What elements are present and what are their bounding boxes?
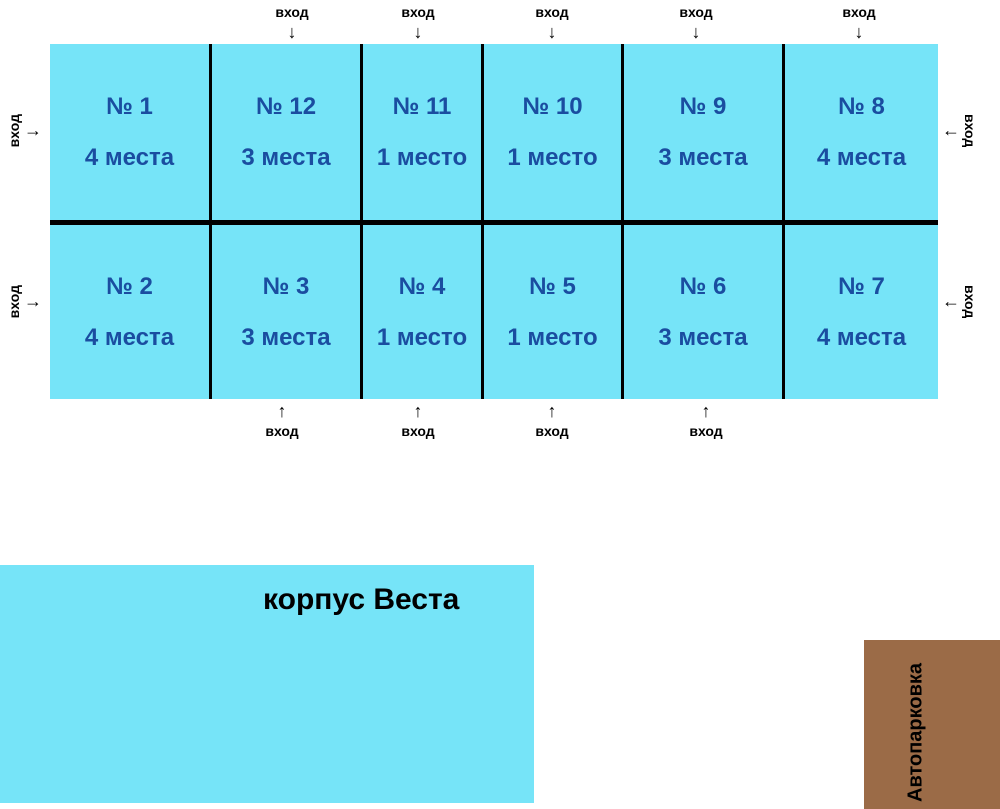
right-arrow-icon: → <box>24 291 42 312</box>
room-12[interactable]: № 12 3 места <box>212 44 360 220</box>
room-6[interactable]: № 6 3 места <box>624 225 782 399</box>
entrance-label: вход <box>679 4 713 20</box>
entrance-label: вход <box>535 423 569 439</box>
parking-area[interactable] <box>864 640 1000 809</box>
room-number: № 5 <box>529 272 576 300</box>
room-seats: 4 места <box>816 323 907 351</box>
entrance-label: вход <box>275 4 309 20</box>
room-number: № 12 <box>255 92 317 120</box>
rooms-building: № 1 4 места № 12 3 места № 11 1 место № … <box>50 44 938 399</box>
down-arrow-icon: ↓ <box>413 22 423 42</box>
corpus-title: корпус Веста <box>263 583 460 616</box>
room-seats: 3 места <box>658 143 748 171</box>
parking-label: Автопарковка <box>904 662 927 802</box>
entrance-label: вход <box>689 423 723 439</box>
entrance-label: вход <box>401 4 435 20</box>
room-seats: 3 места <box>241 323 331 351</box>
room-number: № 11 <box>392 92 452 120</box>
room-seats: 1 место <box>507 323 598 351</box>
room-number: № 4 <box>398 272 446 300</box>
entrance-room-11: вход ↓ <box>388 5 448 41</box>
right-arrow-icon: → <box>24 120 42 141</box>
entrance-room-5: ↑ вход <box>522 402 582 438</box>
room-1[interactable]: № 1 4 места <box>50 44 209 220</box>
left-arrow-icon: ← <box>942 291 960 312</box>
corpus-vesta[interactable] <box>0 565 534 803</box>
down-arrow-icon: ↓ <box>691 22 701 42</box>
down-arrow-icon: ↓ <box>287 22 297 42</box>
room-number: № 3 <box>262 272 310 300</box>
up-arrow-icon: ↑ <box>701 401 711 421</box>
room-number: № 2 <box>106 272 153 300</box>
up-arrow-icon: ↑ <box>547 401 557 421</box>
entrance-room-9: вход ↓ <box>666 5 726 41</box>
room-5[interactable]: № 5 1 место <box>484 225 621 399</box>
down-arrow-icon: ↓ <box>854 22 864 42</box>
entrance-label: вход <box>6 285 22 319</box>
entrance-room-6: ↑ вход <box>676 402 736 438</box>
room-8[interactable]: № 8 4 места <box>785 44 938 220</box>
room-number: № 1 <box>106 92 153 120</box>
room-seats: 1 место <box>376 323 468 351</box>
entrance-room-10: вход ↓ <box>522 5 582 41</box>
entrance-label: вход <box>6 114 22 148</box>
room-2[interactable]: № 2 4 места <box>50 225 209 399</box>
room-10[interactable]: № 10 1 место <box>484 44 621 220</box>
entrance-room-4: ↑ вход <box>388 402 448 438</box>
room-number: № 7 <box>838 272 885 300</box>
entrance-room-7: ← вход <box>940 285 978 318</box>
room-seats: 3 места <box>241 143 331 171</box>
up-arrow-icon: ↑ <box>413 401 423 421</box>
entrance-label: вход <box>265 423 299 439</box>
room-seats: 4 места <box>84 323 175 351</box>
entrance-label: вход <box>962 285 978 319</box>
room-seats: 1 место <box>507 143 598 171</box>
room-9[interactable]: № 9 3 места <box>624 44 782 220</box>
corridor-wall <box>50 220 938 225</box>
entrance-label: вход <box>401 423 435 439</box>
entrance-label: вход <box>962 114 978 148</box>
entrance-room-8-side: ← вход <box>940 114 978 147</box>
room-seats: 4 места <box>816 143 907 171</box>
room-4[interactable]: № 4 1 место <box>363 225 481 399</box>
entrance-room-8: вход ↓ <box>829 5 889 41</box>
entrance-room-3: ↑ вход <box>252 402 312 438</box>
room-number: № 6 <box>679 272 727 300</box>
room-seats: 4 места <box>84 143 175 171</box>
left-arrow-icon: ← <box>942 120 960 141</box>
room-number: № 10 <box>522 92 583 120</box>
entrance-room-12: вход ↓ <box>262 5 322 41</box>
entrance-room-1: вход → <box>6 114 44 147</box>
room-seats: 3 места <box>658 323 748 351</box>
room-number: № 8 <box>838 92 885 120</box>
down-arrow-icon: ↓ <box>547 22 557 42</box>
entrance-label: вход <box>535 4 569 20</box>
room-seats: 1 место <box>376 143 468 171</box>
room-number: № 9 <box>679 92 727 120</box>
up-arrow-icon: ↑ <box>277 401 287 421</box>
room-11[interactable]: № 11 1 место <box>363 44 481 220</box>
room-7[interactable]: № 7 4 места <box>785 225 938 399</box>
entrance-label: вход <box>842 4 876 20</box>
room-3[interactable]: № 3 3 места <box>212 225 360 399</box>
entrance-room-2: вход → <box>6 285 44 318</box>
